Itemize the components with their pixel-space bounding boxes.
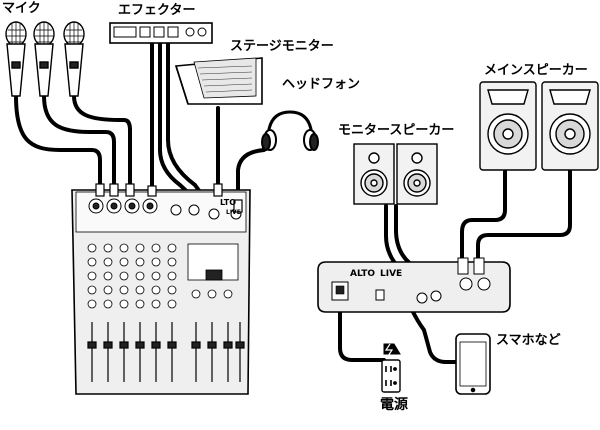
mixer-plugs (95, 183, 243, 213)
label-headphones: ヘッドフォン (282, 77, 361, 92)
microphones (5, 21, 85, 97)
rear-model: LIVE (380, 269, 402, 279)
monitor-speaker-left (353, 143, 395, 205)
mic-cable-2 (42, 94, 116, 188)
power-outlet (381, 343, 401, 393)
microphone-2 (33, 21, 55, 97)
effector-unit (109, 22, 213, 44)
mixer-rear: ALTO LIVE (317, 257, 511, 313)
microphone-3 (63, 21, 85, 97)
mixer-front: LTO LIVE (71, 183, 251, 395)
power-cable (338, 302, 386, 362)
mixer-faders (87, 322, 245, 382)
mic-cable-3 (72, 94, 132, 188)
label-smartphone: スマホなど (496, 333, 561, 348)
effector-cable-2 (158, 40, 198, 202)
main-speaker-cable-left (460, 168, 507, 260)
effector-cable-3 (166, 40, 215, 212)
label-monitor-speakers: モニタースピーカー (338, 123, 455, 138)
cables (14, 40, 572, 364)
mic-cable-1 (14, 94, 102, 188)
label-effector: エフェクター (118, 3, 196, 18)
main-speaker-left (479, 81, 537, 171)
monitor-speaker-right (396, 143, 438, 205)
mixer-logo: LTO (220, 198, 236, 207)
rear-logo: ALTO (350, 269, 375, 279)
main-speaker-cable-right (476, 168, 572, 260)
label-mic: マイク (2, 1, 41, 16)
stage-monitor-wedge (174, 57, 263, 105)
microphone-1 (5, 21, 27, 97)
mixer-channel-strips (87, 243, 239, 309)
smartphone-cable (410, 308, 460, 364)
main-speaker-right (541, 81, 599, 171)
label-stage-monitor: ステージモニター (230, 39, 334, 54)
headphones (261, 110, 319, 151)
label-power: 電源 (380, 397, 408, 413)
label-main-speakers: メインスピーカー (484, 63, 588, 78)
smartphone (455, 333, 491, 395)
mixer-model: LIVE (226, 209, 241, 216)
